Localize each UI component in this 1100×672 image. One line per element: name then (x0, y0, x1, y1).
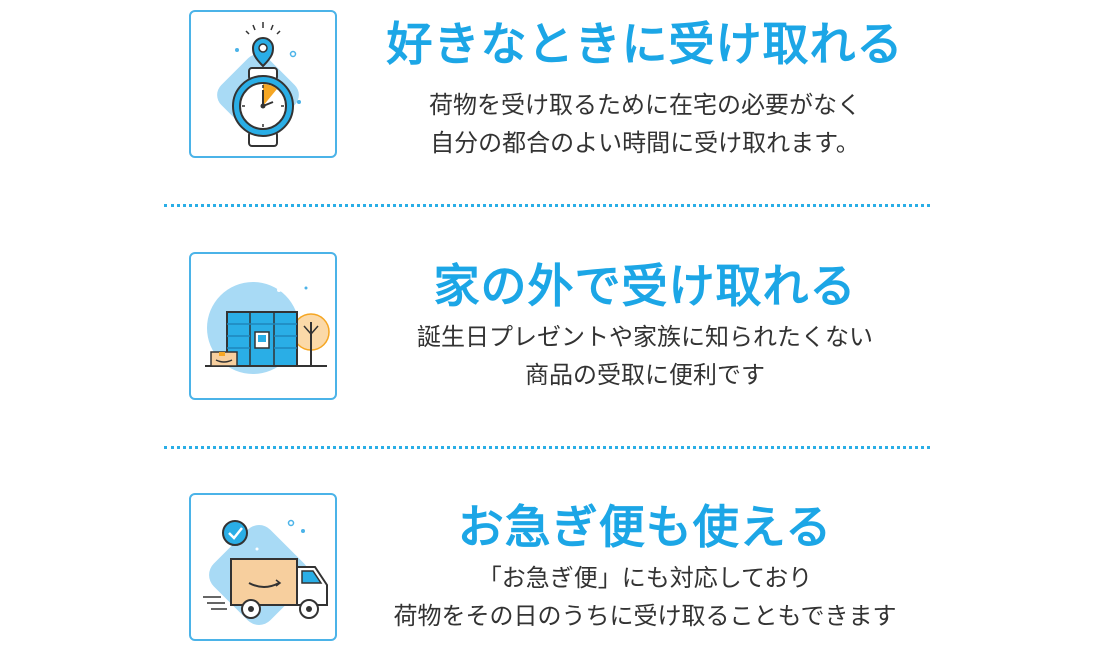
feature-description-line: 自分の都合のよい時間に受け取れます。 (430, 129, 860, 157)
feature-title: お急ぎ便も使える (457, 500, 833, 554)
feature-icon-box (189, 252, 337, 400)
watch-location-icon (217, 22, 301, 147)
feature-icon-box (189, 493, 337, 641)
feature-description-line: 商品の受取に便利です (525, 361, 765, 389)
section-divider (164, 446, 930, 449)
feature-description-line: 荷物を受け取るために在宅の必要がなく (429, 91, 861, 119)
feature-description-line: 荷物をその日のうちに受け取ることもできます (393, 602, 897, 630)
feature-description-line: 誕生日プレゼントや家族に知られたくない (417, 323, 873, 351)
delivery-truck-icon (203, 519, 328, 625)
feature-icon-box (189, 10, 337, 158)
section-divider (164, 204, 930, 207)
feature-title: 好きなときに受け取れる (386, 17, 904, 71)
feature-anytime: 好きなときに受け取れる 荷物を受け取るために在宅の必要がなく 自分の都合のよい時… (0, 10, 1100, 162)
feature-description: 荷物を受け取るために在宅の必要がなく 自分の都合のよい時間に受け取れます。 (340, 86, 950, 162)
feature-title: 家の外で受け取れる (433, 259, 857, 313)
feature-description-line: 「お急ぎ便」にも対応しており (477, 564, 813, 592)
locker-icon (205, 282, 330, 374)
feature-outside-home: 家の外で受け取れる 誕生日プレゼントや家族に知られたくない 商品の受取に便利です (0, 252, 1100, 404)
feature-description: 誕生日プレゼントや家族に知られたくない 商品の受取に便利です (340, 318, 950, 394)
feature-express: お急ぎ便も使える 「お急ぎ便」にも対応しており 荷物をその日のうちに受け取ること… (0, 493, 1100, 645)
feature-description: 「お急ぎ便」にも対応しており 荷物をその日のうちに受け取ることもできます (340, 559, 950, 635)
